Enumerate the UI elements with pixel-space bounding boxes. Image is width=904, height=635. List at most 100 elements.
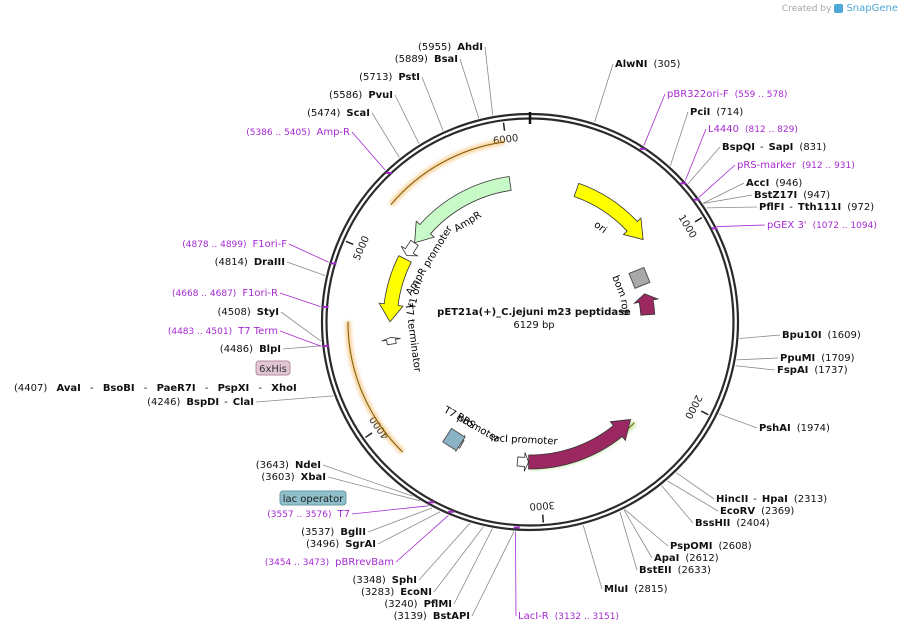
primer-pgex3[interactable]: pGEX 3'(1072 .. 1094) [767, 220, 877, 231]
enzyme-pos: (4814) [215, 257, 248, 268]
label-6xhis[interactable]: 6xHis [255, 360, 291, 376]
leader-line [327, 476, 420, 502]
leader-line [703, 194, 753, 204]
enzyme-bsteii[interactable]: BstEII(2633) [639, 565, 711, 576]
primer-range: (4878 .. 4899) [182, 240, 246, 250]
enzyme-psti[interactable]: (5713)PstI [359, 72, 420, 83]
enzyme-name: BsaI [434, 54, 458, 65]
feature-laci-promoter[interactable]: lacI promoter [490, 433, 559, 472]
enzyme-name: PspOMI [670, 541, 712, 552]
enzyme-xbai[interactable]: (3603)XbaI [261, 472, 326, 483]
enzyme-pos: (2612) [685, 553, 718, 564]
enzyme-bsshii[interactable]: BssHII(2404) [695, 518, 770, 529]
feature-ori[interactable]: ori [573, 182, 644, 241]
enzyme-name: EcoRV [720, 506, 755, 517]
enzyme-bpu10i[interactable]: Bpu10I(1609) [782, 330, 861, 341]
leader-line [280, 311, 322, 342]
enzyme-bstz17i[interactable]: BstZ17I(947) [754, 190, 830, 201]
plasmid-name: pET21a(+)_C.jejuni m23 peptidase [437, 307, 631, 318]
leader-line [718, 413, 758, 429]
enzyme-fspai[interactable]: FspAI(1737) [777, 365, 848, 376]
enzyme-alwni[interactable]: AlwNI(305) [615, 59, 680, 70]
enzyme-pspomi[interactable]: PspOMI(2608) [670, 541, 752, 552]
enzyme-pcii[interactable]: PciI(714) [690, 107, 743, 118]
leader-line [582, 525, 603, 590]
enzyme-pvui[interactable]: (5586)PvuI [329, 90, 393, 101]
enzyme-scai[interactable]: (5474)ScaI [307, 108, 370, 119]
enzyme-xhoi[interactable]: XhoI [271, 383, 296, 394]
enzyme-pos: (3496) [306, 539, 339, 550]
enzyme-name: PshAI [759, 423, 791, 434]
enzyme-bsai[interactable]: (5889) BsaI [395, 54, 458, 65]
enzyme-drai[interactable]: (4814)DraIII [215, 257, 285, 268]
primer-amp-r[interactable]: (5386 .. 5405)Amp-R [246, 127, 350, 138]
enzyme-pflfi[interactable]: PflFI-Tth111I(972) [759, 202, 874, 213]
primer-pbrrevbam[interactable]: (3454 .. 3473)pBRrevBam [265, 557, 394, 568]
enzyme-name: AlwNI [615, 59, 648, 70]
feature-rbs[interactable]: RBS [442, 411, 477, 452]
primer-pbr322ori-f[interactable]: pBR322ori-F(559 .. 578) [667, 89, 787, 100]
leader-line [706, 206, 758, 209]
enzyme-name: ClaI [233, 397, 254, 408]
enzyme-pshai[interactable]: PshAI(1974) [759, 423, 830, 434]
enzyme-pos: (5889) [395, 54, 428, 65]
primer-f1ori-f[interactable]: (4878 .. 4899)F1ori-F [182, 239, 287, 250]
feature-rop[interactable]: rop [618, 293, 660, 317]
leader-line [418, 522, 471, 581]
leader-line [288, 243, 329, 263]
enzyme-pos: (5955) [418, 42, 451, 53]
enzyme-bsobi[interactable]: BsoBI [103, 383, 135, 394]
f1-outer-track [347, 321, 404, 453]
enzyme-name: NdeI [295, 460, 321, 471]
leader-line [667, 480, 719, 512]
enzyme-pos: (947) [803, 190, 830, 201]
enzyme-paer7i[interactable]: PaeR7I [157, 383, 196, 394]
enzyme-styi[interactable]: (4508)StyI [218, 307, 280, 318]
primer-name: pBRrevBam [335, 557, 394, 568]
enzyme-apai[interactable]: ApaI(2612) [654, 553, 719, 564]
primer-prs-marker[interactable]: pRS-marker(912 .. 931) [737, 160, 855, 171]
enzyme-ahdi[interactable]: (5955)AhdI [418, 42, 483, 53]
enzyme-bglii[interactable]: (3537)BglII [301, 527, 366, 538]
enzyme-blpi[interactable]: (4486)BlpI [220, 344, 281, 355]
tick-label-1000: 1000 [676, 213, 699, 240]
primer-range: (912 .. 931) [802, 161, 855, 171]
enzyme-sgrai[interactable]: (3496) SgrAI [306, 539, 376, 550]
primer-t7[interactable]: (3557 .. 3576)T7 [267, 509, 350, 520]
enzyme-bspqi[interactable]: BspQI-SapI(831) [722, 142, 826, 153]
enzyme-econi[interactable]: (3283)EcoNI [361, 587, 432, 598]
leader-line [279, 330, 322, 347]
primer-t7-term[interactable]: (4483 .. 4501)T7 Term [168, 326, 278, 337]
enzyme-avai[interactable]: AvaI [56, 383, 80, 394]
enzyme-pos: (5586) [329, 90, 362, 101]
feature-bom[interactable]: bom [609, 266, 651, 299]
enzyme-acci[interactable]: AccI(946) [746, 178, 802, 189]
enzyme-mlui[interactable]: MluI(2815) [604, 584, 668, 595]
svg-text:(4407) AvaI -: (4407) AvaI - BsoBI - PaeR7I - PspXI - X… [14, 383, 297, 394]
feature-ampr[interactable]: AmpR [414, 176, 512, 244]
enzyme-ecorv[interactable]: EcoRV(2369) [720, 506, 794, 517]
enzyme-ndei[interactable]: (3643)NdeI [256, 460, 321, 471]
primer-name: T7 [337, 509, 350, 520]
primer-f1ori-r[interactable]: (4668 .. 4687)F1ori-R [172, 288, 278, 299]
enzyme-pspxi[interactable]: PspXI [218, 383, 250, 394]
primer-laci-r[interactable]: LacI-R(3132 .. 3151) [518, 611, 619, 622]
enzyme-ppumi[interactable]: PpuMI(1709) [780, 353, 855, 364]
leader-lines [255, 46, 781, 617]
leader-line [684, 128, 707, 181]
enzyme-hincii[interactable]: HincII-HpaI(2313) [716, 494, 827, 505]
label-lac-operator[interactable]: lac operator [279, 490, 347, 506]
enzyme-bspdi[interactable]: (4246)BspDI-ClaI [147, 397, 254, 408]
primer-name: pBR322ori-F [667, 89, 729, 100]
enzyme-pos: (3283) [361, 587, 394, 598]
feature-ampr-label: AmpR [452, 210, 483, 235]
leader-line [471, 531, 515, 617]
enzyme-sphi[interactable]: (3348)SphI [353, 575, 417, 586]
snapgene-logo-icon [834, 4, 844, 13]
enzyme-bstapi[interactable]: (3139)BstAPI [394, 611, 470, 622]
enzyme-pflmi[interactable]: (3240)PflMI [384, 599, 452, 610]
enzyme-name: SgrAI [345, 539, 376, 550]
leader-line [736, 357, 779, 361]
primer-name: L4440 [708, 124, 739, 135]
primer-l4440[interactable]: L4440(812 .. 829) [708, 124, 798, 135]
